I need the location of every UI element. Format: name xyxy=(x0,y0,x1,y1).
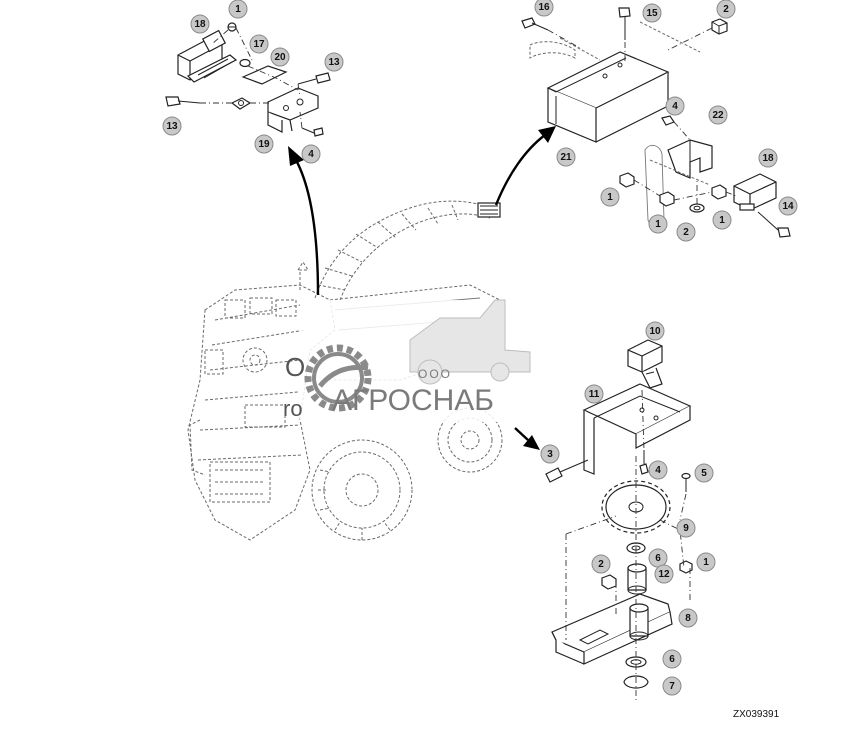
callout-number: 9 xyxy=(683,523,689,534)
callout-number: 1 xyxy=(655,219,661,230)
callout-number: 4 xyxy=(308,149,314,160)
callout-20: 20 xyxy=(270,47,290,67)
callout-22: 22 xyxy=(708,105,728,125)
callout-number: 11 xyxy=(589,389,600,400)
callout-number: 13 xyxy=(328,57,340,68)
sensor-bracket-assembly-left xyxy=(165,22,331,137)
callout-5: 5 xyxy=(694,463,714,483)
callout-number: 17 xyxy=(253,39,265,50)
callout-number: 15 xyxy=(646,8,658,19)
callout-number: 2 xyxy=(683,227,689,238)
callout-number: 1 xyxy=(607,192,613,203)
callout-1e: 1 xyxy=(696,552,716,572)
callout-1a: 1 xyxy=(228,0,248,19)
view-arrows xyxy=(288,126,556,450)
spout-sensor-assembly-right xyxy=(521,7,791,238)
callout-19: 19 xyxy=(254,134,274,154)
callout-7: 7 xyxy=(662,676,682,696)
callout-13a: 13 xyxy=(324,52,344,72)
callout-2b: 2 xyxy=(676,222,696,242)
callout-number: 3 xyxy=(547,449,553,460)
callout-4a: 4 xyxy=(301,144,321,164)
figure-code: ZX039391 xyxy=(733,709,780,720)
callout-number: 13 xyxy=(166,121,178,132)
callout-21: 21 xyxy=(556,147,576,167)
callout-number: 6 xyxy=(655,553,661,564)
toothed-gear-icon xyxy=(601,480,671,534)
callout-18b: 18 xyxy=(758,148,778,168)
callout-4c: 4 xyxy=(648,460,668,480)
callout-8: 8 xyxy=(678,608,698,628)
gear-logo-icon xyxy=(304,344,372,412)
callout-18a: 18 xyxy=(190,14,210,34)
callout-3: 3 xyxy=(540,444,560,464)
callout-number: 19 xyxy=(258,139,270,150)
callout-number: 18 xyxy=(194,19,206,30)
callout-number: 2 xyxy=(598,559,604,570)
callout-number: 20 xyxy=(274,52,286,63)
callout-10: 10 xyxy=(645,321,665,341)
callout-number: 10 xyxy=(649,326,661,337)
callout-17: 17 xyxy=(249,34,269,54)
callout-6a: 6 xyxy=(648,548,668,568)
callout-1d: 1 xyxy=(712,210,732,230)
callout-number: 7 xyxy=(669,681,675,692)
callout-number: 4 xyxy=(655,465,661,476)
callout-1c: 1 xyxy=(648,214,668,234)
callout-number: 2 xyxy=(723,4,729,15)
callout-number: 21 xyxy=(560,152,572,163)
callout-2a: 2 xyxy=(716,0,736,19)
callout-number: 18 xyxy=(762,153,774,164)
callout-4b: 4 xyxy=(665,96,685,116)
callout-number: 1 xyxy=(703,557,709,568)
callout-number: 12 xyxy=(658,569,670,580)
callout-number: 4 xyxy=(672,101,678,112)
callout-16: 16 xyxy=(534,0,554,17)
callout-number: 14 xyxy=(782,201,794,212)
callout-number: 22 xyxy=(712,110,724,121)
callout-15: 15 xyxy=(642,3,662,23)
callout-number: 1 xyxy=(235,4,241,15)
callout-14: 14 xyxy=(778,196,798,216)
callout-number: 8 xyxy=(685,613,691,624)
watermark-fragment-1: О xyxy=(285,352,305,382)
watermark-company-prefix: ООО xyxy=(418,367,452,381)
callout-11: 11 xyxy=(584,384,604,404)
callout-1b: 1 xyxy=(600,187,620,207)
callout-6b: 6 xyxy=(662,649,682,669)
callout-2c: 2 xyxy=(591,554,611,574)
callout-9: 9 xyxy=(676,518,696,538)
callout-12: 12 xyxy=(654,564,674,584)
rotation-sensor-assembly xyxy=(545,339,693,700)
harvester-logo-icon xyxy=(409,299,531,385)
callout-13b: 13 xyxy=(162,116,182,136)
watermark-brand: АГРОСНАБ xyxy=(332,384,494,417)
watermark: О ro ООО АГРОСНАБ xyxy=(283,299,532,422)
callout-number: 5 xyxy=(701,468,707,479)
callout-number: 1 xyxy=(719,215,725,226)
callout-number: 6 xyxy=(669,654,675,665)
watermark-fragment-2: ro xyxy=(283,396,303,421)
callout-number: 16 xyxy=(538,2,550,13)
